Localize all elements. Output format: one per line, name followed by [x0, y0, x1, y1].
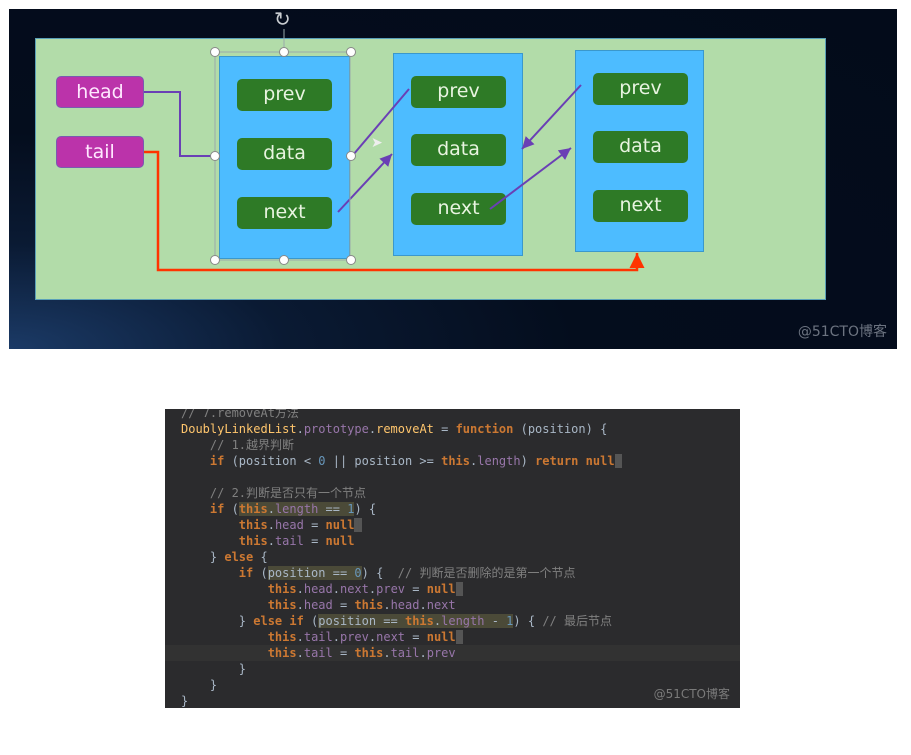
resize-handle-bc[interactable] [279, 255, 289, 265]
code-line-10: if (position == 0) { // 判断是否删除的是第一个节点 [238, 566, 576, 580]
code-line-13: } else if (position == this.length - 1) … [181, 614, 612, 628]
node-3-data-field[interactable]: data [593, 131, 688, 163]
node-1[interactable]: prev data next [219, 56, 350, 259]
resize-handle-tl[interactable] [210, 47, 220, 57]
node-2-prev-field[interactable]: prev [411, 76, 506, 108]
code-line-16: } [181, 662, 247, 676]
node-3[interactable]: prev data next [575, 50, 704, 252]
resize-handle-tc[interactable] [279, 47, 289, 57]
code-line-2: // 1.越界判断 [181, 438, 295, 452]
diagram-slide: head tail prev data next prev data next … [9, 9, 897, 349]
code-line-11: this.head.next.prev = null| [267, 582, 463, 596]
resize-handle-ml[interactable] [210, 151, 220, 161]
code-line-8: this.tail = null [238, 534, 355, 548]
node-1-data-field[interactable]: data [237, 138, 332, 170]
code-line-14: this.tail.prev.next = null| [267, 630, 463, 644]
code-line-9: } else { [181, 550, 268, 564]
mouse-cursor-icon: ➤ [371, 135, 383, 151]
code-editor[interactable]: // 7.removeAt方法 DoublyLinkedList.prototy… [165, 409, 740, 708]
code-watermark: @51CTO博客 [653, 687, 730, 701]
resize-handle-mr[interactable] [346, 151, 356, 161]
code-line-15: this.tail = this.tail.prev [165, 645, 740, 661]
resize-handle-tr[interactable] [346, 47, 356, 57]
node-2-next-field[interactable]: next [411, 193, 506, 225]
head-pointer[interactable]: head [56, 76, 144, 108]
resize-handle-br[interactable] [346, 255, 356, 265]
code-line-5: // 2.判断是否只有一个节点 [181, 486, 367, 500]
code-line-3: if (position < 0 || position >= this.len… [209, 454, 622, 468]
code-line-6: if (this.length == 1) { [209, 502, 377, 516]
node-3-prev-field[interactable]: prev [593, 73, 688, 105]
node-2-data-field[interactable]: data [411, 134, 506, 166]
code-line-17: } [181, 678, 218, 692]
code-line-0: // 7.removeAt方法 [181, 409, 299, 420]
node-1-prev-field[interactable]: prev [237, 79, 332, 111]
code-line-12: this.head = this.head.next [267, 598, 456, 612]
code-line-7: this.head = null| [238, 518, 362, 532]
watermark: @51CTO博客 [797, 324, 887, 340]
node-2[interactable]: prev data next [393, 53, 523, 256]
code-line-1: DoublyLinkedList.prototype.removeAt = fu… [181, 422, 608, 436]
node-1-next-field[interactable]: next [237, 197, 332, 229]
tail-pointer[interactable]: tail [56, 136, 144, 168]
resize-handle-bl[interactable] [210, 255, 220, 265]
node-3-next-field[interactable]: next [593, 190, 688, 222]
code-line-18: } [181, 694, 189, 708]
rotate-icon[interactable]: ↻ [274, 9, 291, 31]
diagram-canvas: head tail prev data next prev data next … [35, 38, 826, 300]
